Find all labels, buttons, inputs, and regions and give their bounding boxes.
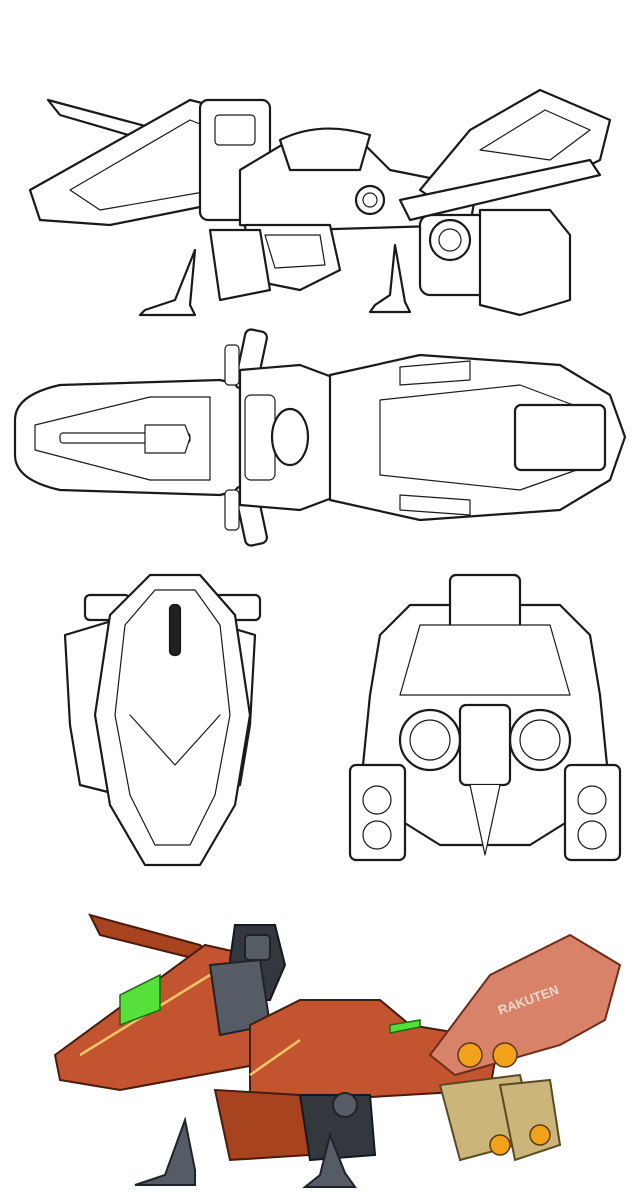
side-view-lineart	[28, 88, 612, 317]
rear-view-lineart	[348, 573, 622, 862]
top-view-lineart	[13, 328, 627, 547]
front-view-lineart	[63, 573, 262, 867]
colored-render: RAKUTEN	[53, 913, 622, 1188]
